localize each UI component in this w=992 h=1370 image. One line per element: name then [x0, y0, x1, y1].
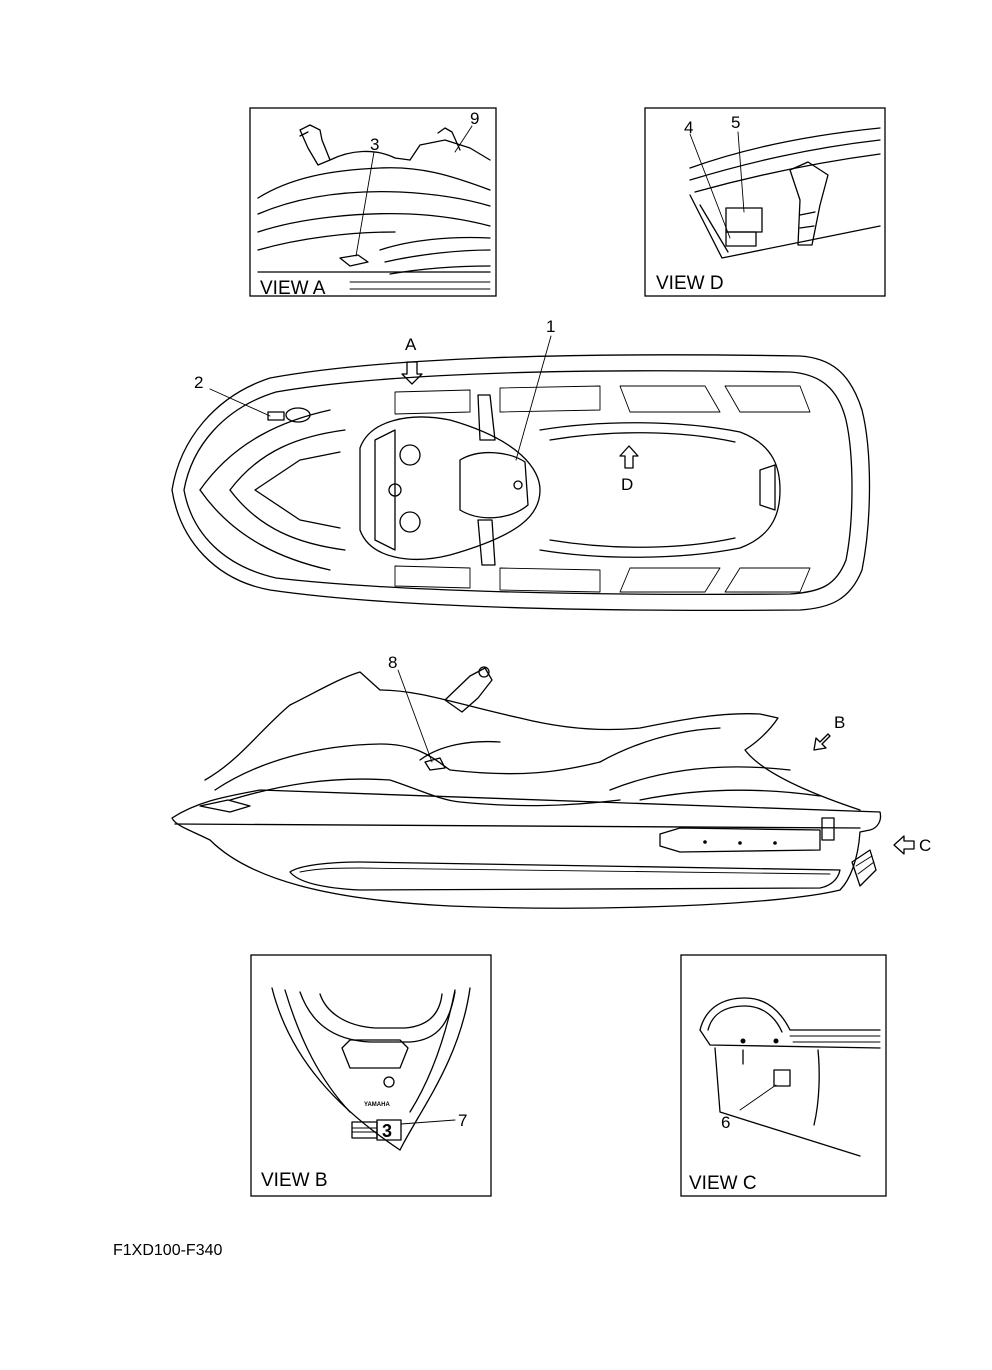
decal-3 — [339, 254, 369, 267]
hull-stripe — [289, 861, 841, 891]
view-c-label: VIEW C — [689, 1173, 757, 1194]
arrow-b-icon — [813, 733, 831, 751]
seat — [539, 422, 781, 558]
view-d-label: VIEW D — [656, 273, 724, 294]
deck-line — [204, 671, 861, 811]
callout-2: 2 — [194, 373, 203, 392]
view-b-frame — [250, 954, 492, 1197]
leader-2 — [209, 388, 271, 417]
hull-line — [257, 167, 491, 199]
leader-6 — [739, 1084, 777, 1111]
fuel-cap — [285, 407, 311, 423]
decal-brand: YAMAHA — [364, 1102, 390, 1108]
callout-6: 6 — [721, 1113, 730, 1132]
arrow-c-label: C — [919, 836, 931, 855]
callout-9: 9 — [470, 109, 479, 128]
stern-step — [341, 1039, 409, 1069]
callout-5: 5 — [731, 113, 740, 132]
leader-9 — [454, 125, 473, 153]
arrow-c-icon — [893, 835, 915, 855]
view-b-panel: YAMAHA 3 7 VIEW B — [250, 954, 492, 1197]
view-b-label: VIEW B — [261, 1170, 328, 1191]
top-view-watercraft: 2 1 A D — [171, 317, 871, 612]
side-view-watercraft: 8 B C — [171, 653, 931, 909]
arrow-a-icon — [401, 361, 423, 385]
arrow-a-label: A — [405, 335, 417, 354]
handlebar-grip — [299, 124, 331, 166]
cockpit — [359, 416, 541, 560]
callout-8: 8 — [388, 653, 397, 672]
leader-4 — [689, 133, 731, 239]
arrow-d-label: D — [621, 475, 633, 494]
arrow-d-icon — [619, 445, 639, 469]
side-grab-rail — [659, 827, 821, 853]
callout-3: 3 — [370, 135, 379, 154]
leader-7 — [400, 1119, 456, 1125]
steering-cover — [459, 451, 529, 519]
leader-8 — [397, 669, 433, 763]
decal-8 — [424, 757, 446, 771]
callout-7: 7 — [458, 1111, 467, 1130]
decal-4 — [725, 231, 757, 247]
hull-side-outline — [171, 789, 882, 909]
view-d-frame — [644, 107, 886, 297]
decal-7-number: 3 — [382, 1121, 392, 1141]
leader-5 — [737, 131, 745, 213]
figure-code: F1XD100-F340 — [113, 1242, 222, 1259]
handlebar-side — [444, 667, 493, 713]
view-c-panel: 6 VIEW C — [680, 954, 887, 1197]
steering-column — [789, 161, 829, 246]
decal-6 — [773, 1069, 791, 1087]
callout-4: 4 — [684, 118, 693, 137]
view-a-label: VIEW A — [260, 278, 326, 299]
callout-1: 1 — [546, 317, 555, 336]
view-a-panel: 3 9 VIEW A — [249, 107, 497, 299]
jet-nozzle — [851, 849, 877, 887]
arrow-b-label: B — [834, 713, 845, 732]
hull-outline — [171, 354, 871, 612]
decal-2 — [267, 411, 285, 421]
view-d-panel: 4 5 VIEW D — [644, 107, 886, 297]
leader-1 — [515, 335, 552, 461]
decal-7 — [376, 1119, 402, 1141]
leader-3 — [355, 151, 375, 257]
view-c-frame — [680, 954, 887, 1197]
